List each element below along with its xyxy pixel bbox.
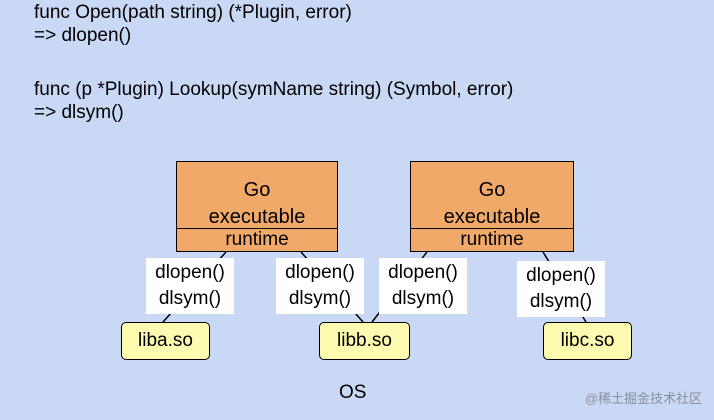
edge-label-dlsym: dlsym()	[288, 288, 352, 309]
edge-label-1: dlopen() dlsym()	[146, 258, 234, 314]
open-signature: func Open(path string) (*Plugin, error)	[34, 2, 352, 23]
library-libc: libc.so	[543, 322, 632, 360]
go-executable-title: Go	[478, 179, 506, 201]
lookup-mapping: => dlsym()	[34, 102, 124, 123]
edge-label-dlsym: dlsym()	[391, 288, 455, 309]
go-executable-box-1: Go executable runtime	[176, 161, 338, 252]
library-libb: libb.so	[319, 322, 410, 360]
go-runtime-label: runtime	[411, 228, 573, 251]
go-executable-subtitle: executable	[208, 206, 306, 228]
edge-label-dlopen: dlopen()	[155, 262, 225, 283]
go-runtime-label: runtime	[177, 228, 337, 251]
edge-label-2: dlopen() dlsym()	[276, 258, 364, 314]
edge-label-3: dlopen() dlsym()	[379, 258, 467, 314]
library-liba: liba.so	[121, 322, 210, 360]
open-mapping: => dlopen()	[34, 25, 132, 46]
edge-label-dlsym: dlsym()	[158, 288, 222, 309]
lookup-signature: func (p *Plugin) Lookup(symName string) …	[34, 79, 514, 100]
os-label: OS	[339, 382, 367, 403]
edge-label-dlopen: dlopen()	[285, 262, 355, 283]
edge-label-dlopen: dlopen()	[526, 265, 596, 286]
go-executable-box-2: Go executable runtime	[410, 161, 574, 252]
go-executable-subtitle: executable	[443, 206, 541, 228]
edge-label-4: dlopen() dlsym()	[517, 261, 605, 317]
edge-label-dlsym: dlsym()	[529, 291, 593, 312]
edge-label-dlopen: dlopen()	[388, 262, 458, 283]
watermark: @稀土掘金技术社区	[584, 391, 702, 406]
go-executable-title: Go	[243, 179, 271, 201]
